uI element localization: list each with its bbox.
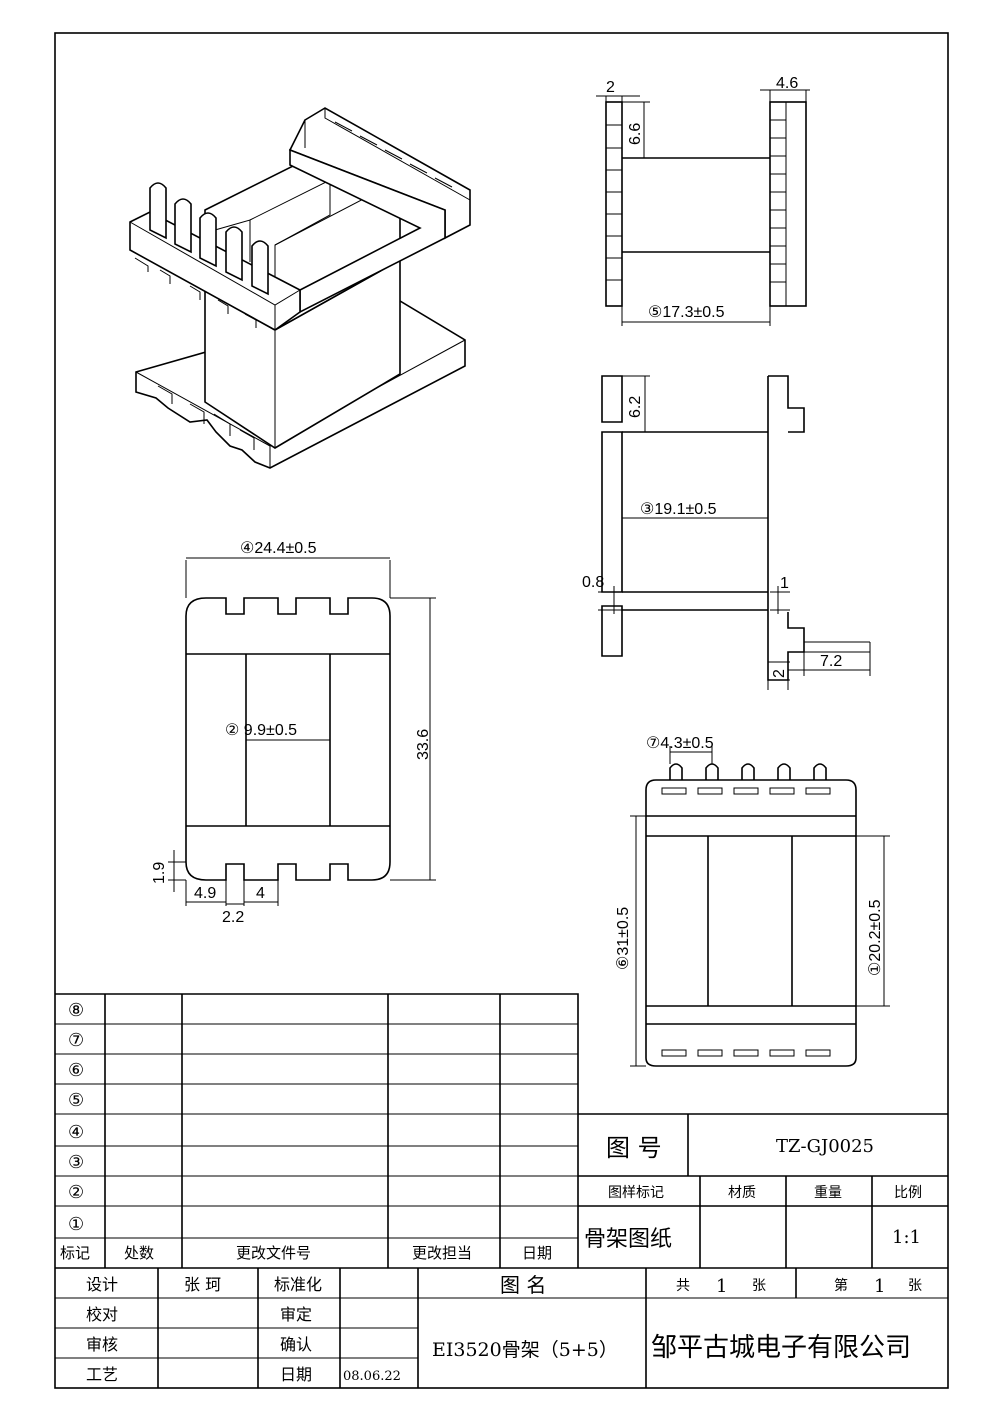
company-name: 邹平古城电子有限公司 bbox=[651, 1333, 911, 1363]
dim-62: 6.2 bbox=[627, 396, 644, 418]
dim-4b: 4 bbox=[256, 885, 265, 902]
rev-header-owner: 更改担当 bbox=[412, 1244, 472, 1262]
dim-49: 4.9 bbox=[194, 885, 216, 902]
rev-row-4: ④ bbox=[68, 1122, 84, 1143]
date-value: 08.06.22 bbox=[343, 1369, 401, 1384]
sheet-border bbox=[54, 32, 949, 1389]
dim-7: ⑦4.3±0.5 bbox=[646, 735, 714, 752]
side-view: 6.2 ③19.1±0.5 0.8 1 2 7.2 bbox=[582, 375, 871, 690]
dim-19: 1.9 bbox=[151, 862, 168, 884]
dim-22: 2.2 bbox=[222, 909, 244, 926]
standard-label: 标准化 bbox=[274, 1275, 322, 1294]
dim-72: 7.2 bbox=[820, 653, 842, 670]
total-value: 1 bbox=[716, 1276, 727, 1297]
review-label: 审定 bbox=[280, 1305, 312, 1324]
dim-2: ② 9.9±0.5 bbox=[225, 722, 297, 739]
dim-1c: ①20.2±0.5 bbox=[867, 899, 884, 976]
drawing-name: EI3520骨架（5+5） bbox=[432, 1339, 618, 1361]
dim-5: ⑤17.3±0.5 bbox=[648, 304, 725, 321]
rev-row-5: ⑤ bbox=[68, 1090, 84, 1111]
doc-type: 骨架图纸 bbox=[584, 1227, 672, 1252]
total-label: 共 bbox=[676, 1278, 690, 1294]
unit-1: 张 bbox=[752, 1278, 766, 1294]
unit-2: 张 bbox=[908, 1278, 922, 1294]
rev-row-8: ⑧ bbox=[68, 1000, 84, 1021]
dim-top-46: 4.6 bbox=[776, 75, 798, 92]
date-label: 日期 bbox=[280, 1365, 312, 1384]
rev-header-mark: 标记 bbox=[60, 1244, 90, 1262]
rev-row-1: ① bbox=[68, 1214, 84, 1235]
bottom-view: ④24.4±0.5 ② 9.9±0.5 33.6 1.9 4.9 4 2.2 bbox=[151, 540, 436, 926]
sheet-label: 第 bbox=[834, 1277, 848, 1294]
rev-header-doc: 更改文件号 bbox=[236, 1244, 311, 1262]
revision-headers: 标记 处数 更改文件号 更改担当 日期 bbox=[60, 1244, 552, 1262]
dim-top-66: 6.6 bbox=[627, 123, 644, 145]
audit-label: 审核 bbox=[86, 1335, 118, 1354]
rev-row-3: ③ bbox=[68, 1152, 84, 1173]
dim-4: ④24.4±0.5 bbox=[240, 540, 317, 557]
revision-row-labels: ⑧ ⑦ ⑥ ⑤ ④ ③ ② ① bbox=[68, 1000, 84, 1235]
dim-2b: 2 bbox=[771, 669, 788, 678]
designer: 张 珂 bbox=[184, 1275, 221, 1294]
col-weight: 重量 bbox=[814, 1185, 842, 1201]
isometric-view bbox=[129, 107, 471, 469]
title-block bbox=[55, 1113, 948, 1388]
col-scale: 比例 bbox=[894, 1185, 922, 1201]
front-view: ⑦4.3±0.5 ⑥31±0.5 ①20.2±0.5 bbox=[615, 735, 890, 1067]
confirm-label: 确认 bbox=[280, 1335, 312, 1354]
drawing-no-label: 图 号 bbox=[606, 1134, 662, 1162]
dim-336: 33.6 bbox=[415, 729, 432, 760]
rev-row-2: ② bbox=[68, 1182, 84, 1203]
process-label: 工艺 bbox=[86, 1365, 118, 1384]
name-label: 图 名 bbox=[500, 1273, 546, 1297]
rev-row-7: ⑦ bbox=[68, 1030, 84, 1051]
rev-row-6: ⑥ bbox=[68, 1060, 84, 1081]
dim-3: ③19.1±0.5 bbox=[640, 501, 717, 518]
rev-header-count: 处数 bbox=[124, 1244, 154, 1262]
revision-table bbox=[55, 993, 579, 1268]
scale-value: 1:1 bbox=[892, 1227, 921, 1248]
dim-6: ⑥31±0.5 bbox=[615, 907, 632, 970]
dim-top-2: 2 bbox=[606, 79, 615, 96]
col-mark: 图样标记 bbox=[608, 1185, 664, 1201]
check-label: 校对 bbox=[86, 1305, 118, 1324]
dim-1: 1 bbox=[780, 575, 789, 592]
top-view: 2 4.6 6.6 ⑤17.3±0.5 bbox=[596, 75, 810, 326]
design-label: 设计 bbox=[86, 1275, 118, 1294]
col-material: 材质 bbox=[728, 1185, 756, 1201]
dim-08: 0.8 bbox=[582, 574, 604, 591]
rev-header-date: 日期 bbox=[522, 1244, 552, 1262]
sheet-value: 1 bbox=[874, 1276, 885, 1297]
drawing-no: TZ-GJ0025 bbox=[776, 1136, 874, 1157]
